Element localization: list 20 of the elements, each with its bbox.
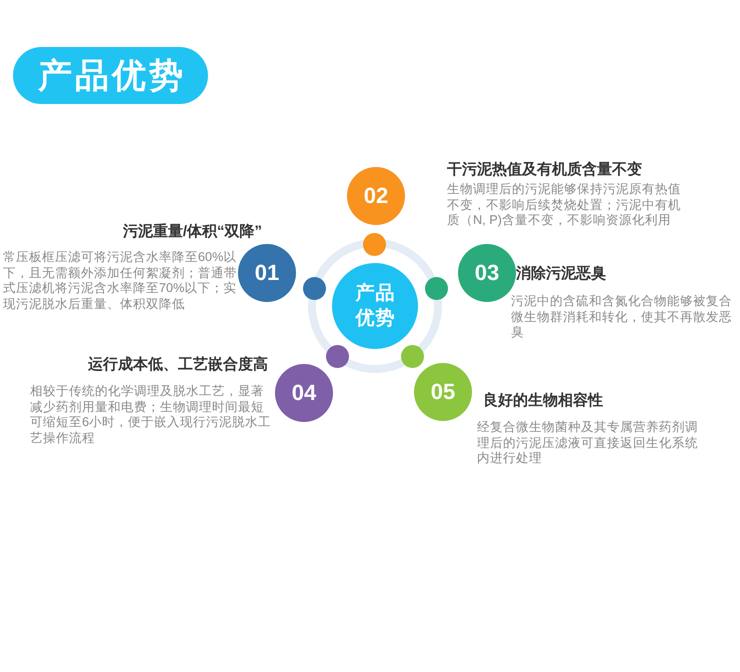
number-circle: 04	[275, 364, 333, 422]
dot-icon	[326, 344, 348, 368]
number-circle: 02	[347, 167, 405, 225]
number-circle: 01	[238, 244, 296, 302]
feature-heading: 运行成本低、工艺嵌合度高	[88, 355, 268, 375]
dot-icon	[424, 276, 448, 300]
title-banner: 产品优势	[13, 47, 208, 104]
feature-heading: 干污泥热值及有机质含量不变	[447, 160, 642, 180]
dot-icon	[400, 344, 424, 368]
feature-description: 相较于传统的化学调理及脱水工艺，显著减少药剂用量和电费；生物调理时间最短可缩短至6小时，便于嵌入现行污泥脱水工艺操作流程	[30, 384, 272, 446]
feature-heading: 良好的生物相容性	[483, 391, 603, 411]
dot-icon	[362, 232, 386, 256]
feature-heading: 消除污泥恶臭	[516, 264, 606, 284]
feature-description: 常压板框压滤可将污泥含水率降至60%以下，且无需额外添加任何絮凝剂；普通带式压滤机将污泥含水率降至70%以下；实现污泥脱水后重量、体积双降低	[3, 250, 237, 312]
feature-description: 经复合微生物菌种及其专属营养药剂调理后的污泥压滤液可直接返回生化系统内进行处理	[477, 420, 699, 467]
dot-icon	[302, 276, 326, 300]
number-circle: 05	[414, 363, 472, 421]
center-circle: 产品优势	[332, 263, 418, 349]
feature-heading: 污泥重量/体积“双降”	[122, 222, 262, 242]
feature-description: 生物调理后的污泥能够保持污泥原有热值不变，不影响后续焚烧处置；污泥中有机质（N, P)含量不变，不影响资源化利用	[447, 182, 682, 229]
